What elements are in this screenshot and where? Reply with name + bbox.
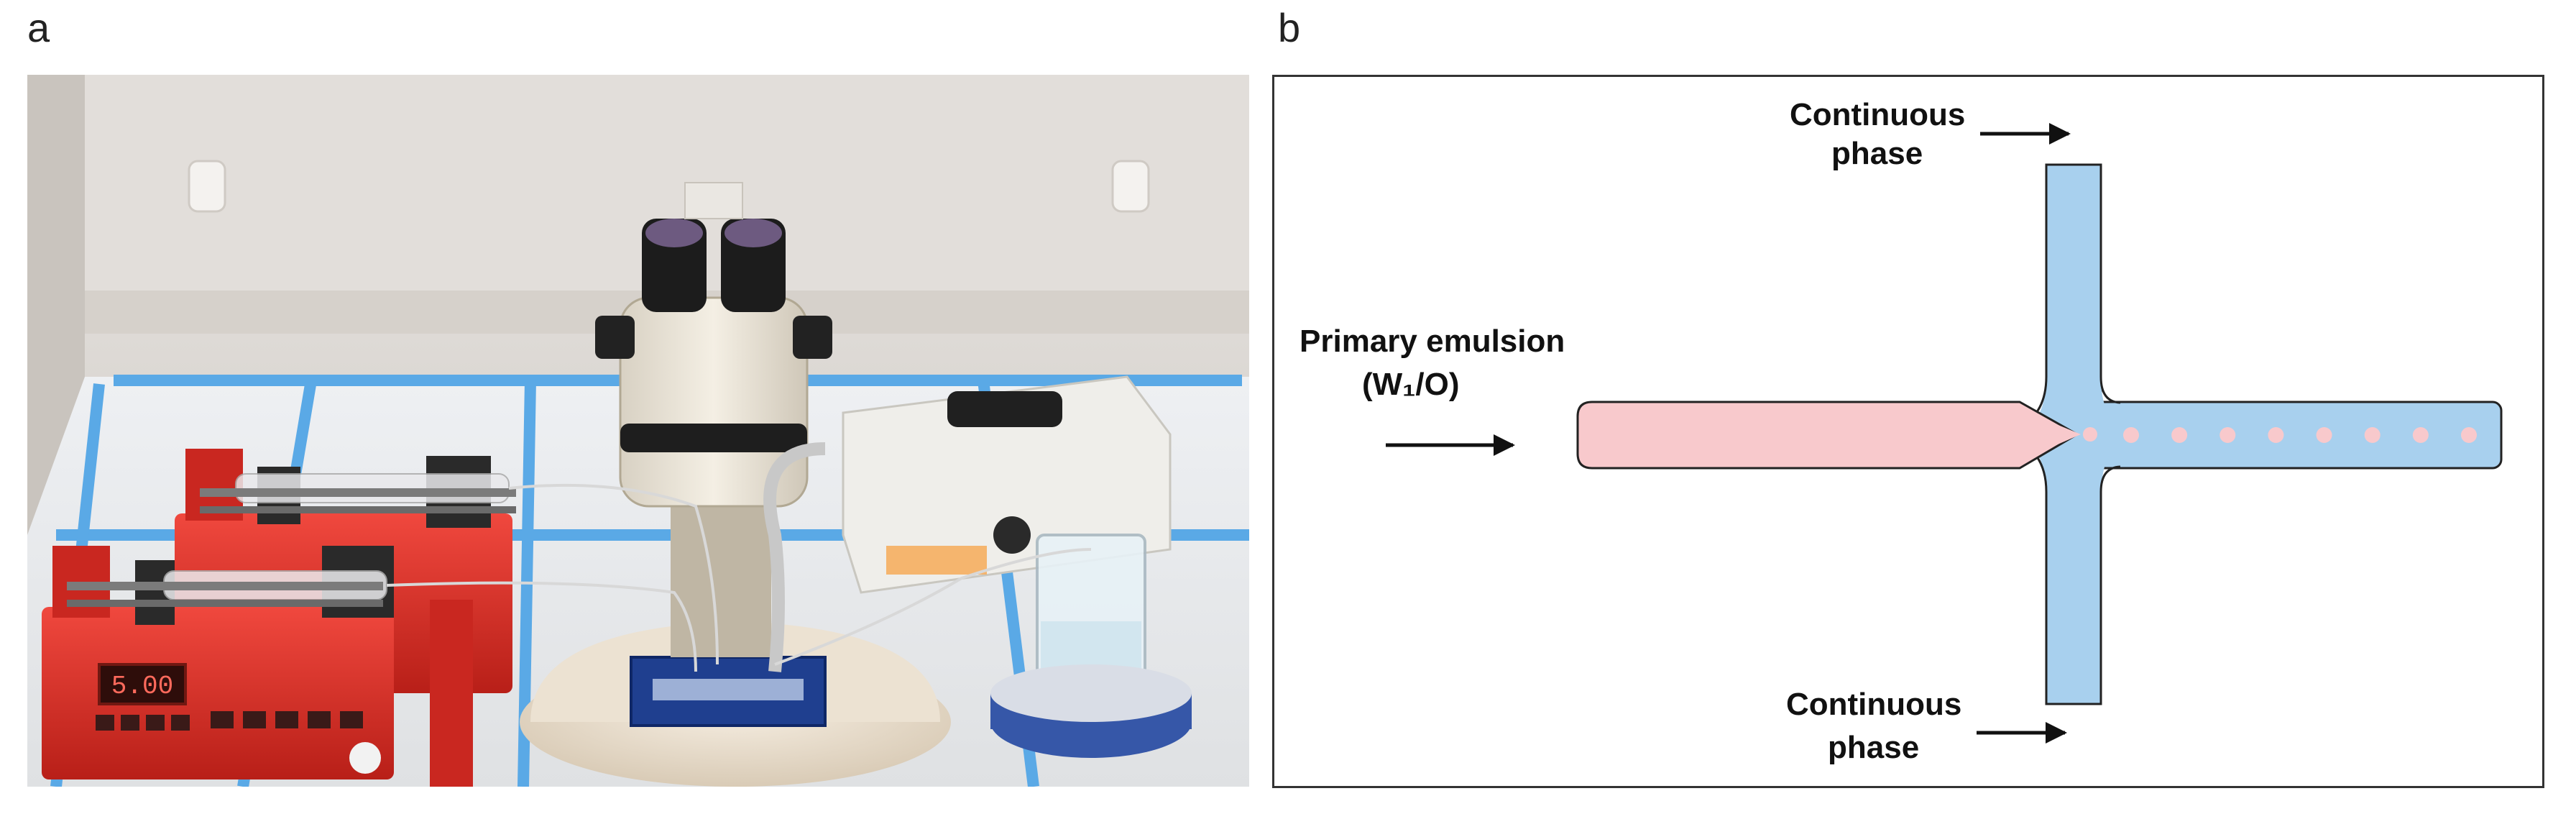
junction-outline-bottom-left [2019, 440, 2048, 704]
pump-display-value: 5.00 [111, 672, 173, 701]
pump-display [98, 663, 187, 705]
droplet [2220, 427, 2236, 443]
top-inlet-label-line1: Continuous [1790, 97, 1965, 132]
junction-outline-top-left [2019, 165, 2048, 429]
flow-focusing-schematic: Continuous phase Primary emulsion (W₁/O)… [1300, 97, 2503, 765]
junction-outline-bottom-right [2099, 465, 2121, 704]
syringe-pump-front: 5.00 [42, 546, 473, 787]
droplet [2316, 427, 2332, 443]
junction-outline-top-right [2099, 165, 2121, 404]
droplet [2268, 427, 2284, 443]
bottom-inlet-label-line1: Continuous [1786, 687, 1961, 722]
light-dial [993, 516, 1031, 554]
droplet [2412, 427, 2429, 443]
dispersed-phase-tip [2020, 409, 2081, 461]
magnetic-stirrer [990, 664, 1192, 758]
microscope-knob-left [595, 316, 635, 359]
pump-keypad [96, 711, 363, 731]
microscope-knob-right [793, 316, 832, 359]
tubing [386, 483, 1092, 672]
dispersed-phase-channel [1576, 401, 2080, 470]
wall-peg-left [188, 160, 226, 213]
panel-label-b: b [1278, 5, 1301, 50]
primary-inlet-label-line2: (W₁/O) [1362, 367, 1459, 402]
forming-droplet [2083, 427, 2097, 442]
droplet [2461, 427, 2477, 443]
panel-label-a: a [27, 5, 50, 50]
eyepieces [642, 219, 786, 312]
microscope-body [619, 296, 809, 508]
light-guide [763, 442, 826, 672]
light-glow [886, 546, 987, 575]
top-inlet-label-line2: phase [1831, 136, 1923, 171]
droplet [2364, 427, 2380, 443]
beaker [1036, 534, 1146, 687]
droplet-train [2123, 427, 2477, 443]
primary-inlet-label-line1: Primary emulsion [1300, 324, 1565, 359]
droplet [2123, 427, 2139, 443]
microscope-mount [684, 182, 743, 219]
bottom-inlet-label-line2: phase [1828, 730, 1919, 765]
lab-setup-photo: 5.00 [27, 75, 1249, 787]
pump-logo [349, 742, 381, 774]
droplet [2171, 427, 2188, 443]
microscope-knob-low [620, 424, 807, 452]
wall-peg-right [1111, 160, 1150, 213]
chip [653, 679, 804, 700]
